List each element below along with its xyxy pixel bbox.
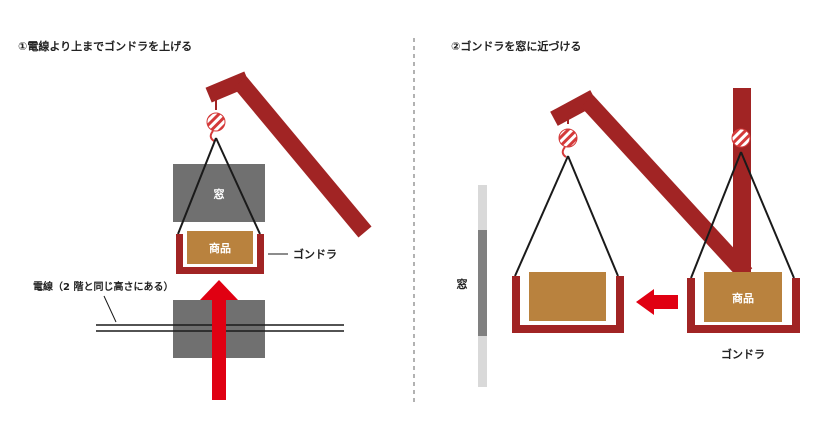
step1-hook-curve: [209, 130, 215, 142]
step1-sling-right: [215, 137, 261, 235]
step1-wire-label: 電線（2 階と同じ高さにある）: [33, 280, 173, 293]
step2-goods-label: 商品: [732, 291, 754, 305]
step2-gondola-label: ゴンドラ: [721, 347, 765, 361]
step1-sling-left: [177, 137, 217, 235]
step2-left-gondola: [512, 272, 624, 333]
step1-gondola: [176, 231, 264, 274]
step2-left-sling-right: [567, 155, 619, 277]
step2-right-gondola: [687, 272, 800, 333]
step2-heading: ②ゴンドラを窓に近づける: [451, 39, 581, 53]
step1-wire-leader: [103, 295, 117, 323]
step2-right-sling-right: [740, 151, 795, 279]
step2-left-hook: [558, 128, 578, 148]
step2-move-arrow: [636, 289, 678, 315]
step2-right-hook: [731, 128, 751, 148]
step1-window-label: 窓: [214, 187, 225, 201]
step2-window-bar: [478, 185, 487, 387]
step1-crane: [205, 71, 372, 238]
step2-left-sling-left: [514, 155, 569, 277]
step1-gondola-label: ゴンドラ: [293, 247, 337, 261]
step1-up-arrow: [200, 280, 238, 400]
step2-left-hook-curve: [561, 146, 567, 158]
step1-hook: [206, 112, 226, 132]
step1-heading: ①電線より上までゴンドラを上げる: [18, 39, 192, 53]
step2-right-sling-left: [690, 151, 742, 279]
step2-window-label: 窓: [457, 277, 468, 291]
step1-goods-label: 商品: [209, 241, 231, 255]
step2-crane: [550, 88, 753, 280]
